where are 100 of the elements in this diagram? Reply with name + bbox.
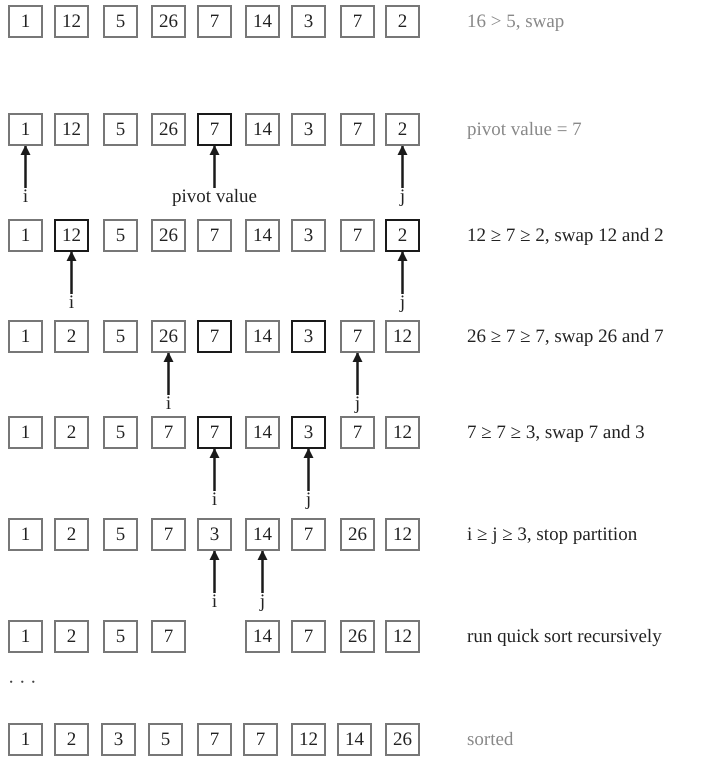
pointer-label: pivot value <box>172 187 257 207</box>
array-cell: 7 <box>151 518 186 551</box>
array-cell: 14 <box>337 723 372 756</box>
pointer-label: i <box>212 490 218 510</box>
array-cell: 7 <box>340 320 375 353</box>
arrow <box>398 251 408 294</box>
arrow <box>210 448 220 491</box>
array-cell: 7 <box>291 620 326 653</box>
array-cell: 5 <box>103 219 138 252</box>
pointer-label: j <box>400 293 406 313</box>
pointer-label: j <box>400 187 406 207</box>
array-cell: 7 <box>340 219 375 252</box>
step-note: sorted <box>467 729 514 751</box>
array-cell: 1 <box>8 620 43 653</box>
array-cell: 12 <box>54 113 89 146</box>
array-cell: 5 <box>103 416 138 449</box>
array-cell: 7 <box>197 5 232 38</box>
arrow <box>210 550 220 593</box>
array-cell: 14 <box>245 113 280 146</box>
arrow <box>398 145 408 188</box>
array-cell: 2 <box>54 416 89 449</box>
array-cell: 2 <box>385 219 420 252</box>
step-note: run quick sort recursively <box>467 626 662 648</box>
array-cell: 7 <box>197 723 232 756</box>
array-cell: 7 <box>197 113 232 146</box>
array-cell: 2 <box>54 620 89 653</box>
step-note: 26 ≥ 7 ≥ 7, swap 26 and 7 <box>467 326 664 348</box>
array-cell: 7 <box>151 620 186 653</box>
arrow <box>164 352 174 395</box>
array-cell: 5 <box>103 5 138 38</box>
array-cell: 1 <box>8 416 43 449</box>
array-cell: 7 <box>340 416 375 449</box>
pointer-label: j <box>260 592 266 612</box>
array-cell: 12 <box>385 416 420 449</box>
array-cell: 26 <box>385 723 420 756</box>
arrow <box>210 145 220 188</box>
pointer-label: i <box>68 293 74 313</box>
array-cell: 26 <box>340 518 375 551</box>
array-cell: 26 <box>151 113 186 146</box>
array-cell: 14 <box>245 5 280 38</box>
array-cell: 3 <box>197 518 232 551</box>
step-note: 12 ≥ 7 ≥ 2, swap 12 and 2 <box>467 225 664 247</box>
array-cell: 1 <box>8 113 43 146</box>
array-cell: 7 <box>151 416 186 449</box>
step-note: 16 > 5, swap <box>467 11 564 33</box>
array-cell: 5 <box>103 113 138 146</box>
array-cell: 14 <box>245 219 280 252</box>
array-cell: 7 <box>197 320 232 353</box>
array-cell: 2 <box>385 5 420 38</box>
array-cell: 5 <box>103 518 138 551</box>
pointer-label: i <box>212 592 218 612</box>
array-cell: 7 <box>291 518 326 551</box>
array-cell: 3 <box>291 219 326 252</box>
array-cell: 26 <box>151 5 186 38</box>
array-cell: 26 <box>151 219 186 252</box>
array-cell: 5 <box>103 620 138 653</box>
pointer-label: i <box>166 394 172 414</box>
step-note: pivot value = 7 <box>467 119 582 141</box>
array-cell: 3 <box>291 5 326 38</box>
array-cell: 2 <box>54 320 89 353</box>
array-cell: 7 <box>197 416 232 449</box>
array-cell: 14 <box>245 320 280 353</box>
array-cell: 12 <box>54 5 89 38</box>
array-cell: 3 <box>101 723 136 756</box>
array-cell: 3 <box>291 320 326 353</box>
array-cell: 7 <box>197 219 232 252</box>
array-cell: 26 <box>340 620 375 653</box>
array-cell: 1 <box>8 518 43 551</box>
array-cell: 26 <box>151 320 186 353</box>
array-cell: 14 <box>245 518 280 551</box>
step-note: 7 ≥ 7 ≥ 3, swap 7 and 3 <box>467 422 645 444</box>
arrow <box>66 251 76 294</box>
array-cell: 5 <box>148 723 183 756</box>
array-cell: 12 <box>385 620 420 653</box>
array-cell: 12 <box>385 518 420 551</box>
arrow <box>352 352 362 395</box>
arrow <box>258 550 268 593</box>
array-cell: 1 <box>8 320 43 353</box>
array-cell: 1 <box>8 219 43 252</box>
step-note: i ≥ j ≥ 3, stop partition <box>467 524 638 546</box>
pointer-label: j <box>306 490 312 510</box>
array-cell: 7 <box>340 113 375 146</box>
array-cell: 7 <box>340 5 375 38</box>
array-cell: 5 <box>103 320 138 353</box>
array-cell: 7 <box>243 723 278 756</box>
pointer-label: i <box>22 187 28 207</box>
ellipsis: · · · <box>8 672 36 694</box>
arrow <box>304 448 314 491</box>
array-cell: 12 <box>291 723 326 756</box>
pointer-label: j <box>354 394 360 414</box>
array-cell: 2 <box>385 113 420 146</box>
array-cell: 3 <box>291 416 326 449</box>
array-cell: 3 <box>291 113 326 146</box>
array-cell: 1 <box>8 5 43 38</box>
array-cell: 2 <box>54 518 89 551</box>
arrow <box>20 145 30 188</box>
array-cell: 12 <box>385 320 420 353</box>
array-cell: 12 <box>54 219 89 252</box>
array-cell: 14 <box>245 416 280 449</box>
array-cell: 2 <box>54 723 89 756</box>
